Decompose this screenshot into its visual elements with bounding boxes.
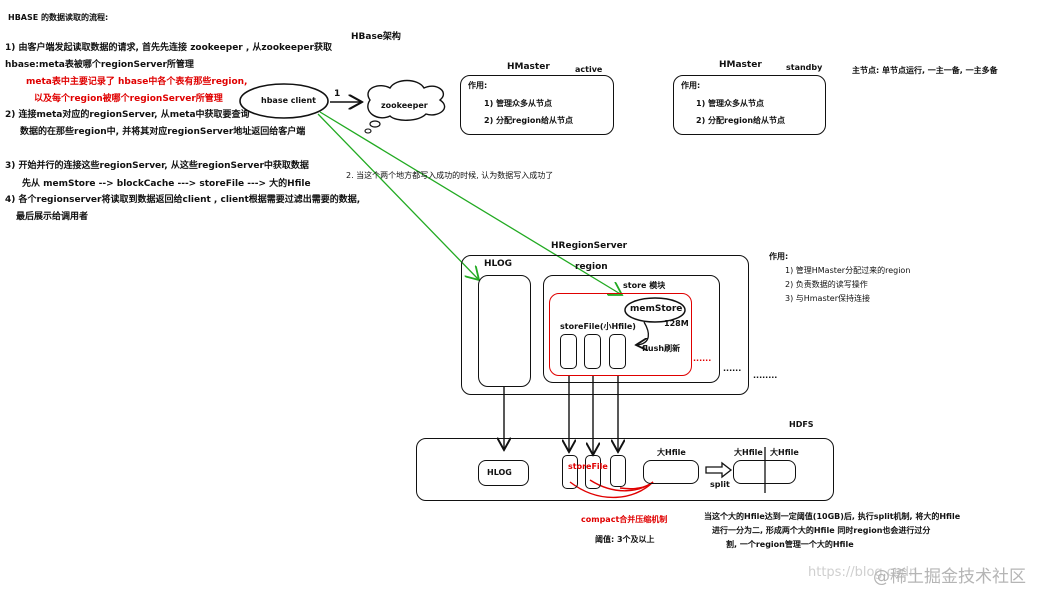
split-note-line-1: 当这个大的Hfile达到一定阈值(10GB)后, 执行split机制, 将大的H… <box>704 512 961 521</box>
step-4-line-1: 4) 各个regionserver将读取到数据返回给client , clien… <box>5 195 361 205</box>
meta-note-line-2: 以及每个region被哪个regionServer所管理 <box>34 94 223 104</box>
big-hfile-label: 大Hfile <box>657 448 686 457</box>
client-arrow-label: 1 <box>334 89 341 99</box>
hmaster-standby-item-2: 2) 分配region给从节点 <box>696 116 786 125</box>
regionserver-box <box>461 255 749 395</box>
hmaster-active-item-1: 1) 管理众多从节点 <box>484 99 553 108</box>
green-line-to-memstore <box>319 111 622 295</box>
compact-label: compact合并压缩机制 <box>581 515 668 524</box>
step-2-line-1: 2) 连接meta对应的regionServer, 从meta中获取要查询 <box>5 110 250 120</box>
hmaster-standby-state: standby <box>786 63 823 72</box>
hmaster-standby-title: HMaster <box>719 60 762 70</box>
regionserver-hlog-box <box>478 275 531 387</box>
step-3-line-1: 3) 开始并行的连接这些regionServer, 从这些regionServe… <box>5 161 309 171</box>
hdfs-storefile-3 <box>610 455 626 487</box>
memstore-label: memStore <box>630 304 683 314</box>
hmaster-standby-box <box>673 75 826 135</box>
hdfs-title: HDFS <box>789 420 814 429</box>
regionserver-role-2: 2) 负责数据的读写操作 <box>785 280 868 289</box>
threshold-label: 阈值: 3个及以上 <box>595 535 655 544</box>
store-dots: ...... <box>693 354 712 363</box>
split-hfile-box <box>733 460 796 484</box>
client-label: hbase client <box>261 96 316 105</box>
hdfs-storefile-1 <box>562 455 578 489</box>
page-title: HBASE 的数据读取的流程: <box>8 13 109 22</box>
hdfs-hlog-box <box>478 460 529 486</box>
hdfs-storefile-label: storeFile <box>568 462 608 471</box>
split-right-label: 大Hfile <box>770 448 799 457</box>
hmaster-active-box <box>460 75 614 135</box>
step-2-line-2: 数据的在那些region中, 并将其对应regionServer地址返回给客户端 <box>20 127 306 137</box>
split-note-line-3: 割, 一个region管理一个大的Hfile <box>726 540 854 549</box>
storefile-2 <box>584 334 601 369</box>
zookeeper-cloud <box>367 79 446 121</box>
split-arrow <box>705 461 733 479</box>
hmaster-active-title: HMaster <box>507 62 550 72</box>
zookeeper-label: zookeeper <box>381 101 428 110</box>
write-note: 2. 当这个两个地方都写入成功的时候, 认为数据写入成功了 <box>346 171 554 180</box>
hmaster-active-role-heading: 作用: <box>468 81 488 90</box>
hdfs-hlog-label: HLOG <box>487 468 512 477</box>
region-box <box>543 275 720 383</box>
storefile-label: storeFile(小Hfile) <box>560 322 636 331</box>
flush-arrow <box>636 321 649 345</box>
regionserver-dots: ........ <box>753 371 778 380</box>
client-ellipse <box>239 83 329 119</box>
storefile-1 <box>560 334 577 369</box>
store-box <box>549 293 692 376</box>
hmaster-standby-role-heading: 作用: <box>681 81 701 90</box>
memstore-ellipse <box>624 297 686 323</box>
regionserver-role-1: 1) 管理HMaster分配过来的region <box>785 266 911 275</box>
region-label: region <box>575 262 608 272</box>
regionserver-role-heading: 作用: <box>769 252 789 261</box>
meta-note-line-1: meta表中主要记录了 hbase中各个表有那些region, <box>26 77 248 87</box>
hdfs-storefile-2 <box>585 455 601 489</box>
hmaster-active-state: active <box>575 65 603 74</box>
step-1-line-2: hbase:meta表被哪个regionServer所管理 <box>5 60 194 70</box>
region-dots: ...... <box>723 364 742 373</box>
hmaster-active-item-2: 2) 分配region给从节点 <box>484 116 574 125</box>
green-line-to-hlog <box>317 113 479 280</box>
step-3-line-2: 先从 memStore --> blockCache ---> storeFil… <box>22 179 311 189</box>
watermark-url: https://blog.csdn <box>808 565 918 580</box>
watermark-brand: @稀土掘金技术社区 <box>873 567 1026 587</box>
regionserver-role-3: 3) 与Hmaster保持连接 <box>785 294 870 303</box>
split-note-line-2: 进行一分为二, 形成两个大的Hfile 同时region也会进行过分 <box>712 526 931 535</box>
step-4-line-2: 最后展示给调用者 <box>16 212 89 222</box>
store-label: store 模块 <box>623 281 666 290</box>
regionserver-title: HRegionServer <box>551 241 628 251</box>
master-note: 主节点: 单节点运行, 一主一备, 一主多备 <box>852 66 998 75</box>
big-hfile-box <box>643 460 699 484</box>
architecture-title: HBase架构 <box>351 32 401 42</box>
storefile-3 <box>609 334 626 369</box>
hdfs-box <box>416 438 834 501</box>
split-label: split <box>710 480 730 489</box>
split-left-label: 大Hfile <box>734 448 763 457</box>
compact-curve-1 <box>569 481 654 499</box>
regionserver-hlog-label: HLOG <box>484 259 512 269</box>
hmaster-standby-item-1: 1) 管理众多从节点 <box>696 99 765 108</box>
memstore-size: 128M <box>664 319 689 328</box>
step-1-line-1: 1) 由客户端发起读取数据的请求, 首先先连接 zookeeper , 从zoo… <box>5 43 332 53</box>
flush-label: flush刷新 <box>642 344 681 353</box>
